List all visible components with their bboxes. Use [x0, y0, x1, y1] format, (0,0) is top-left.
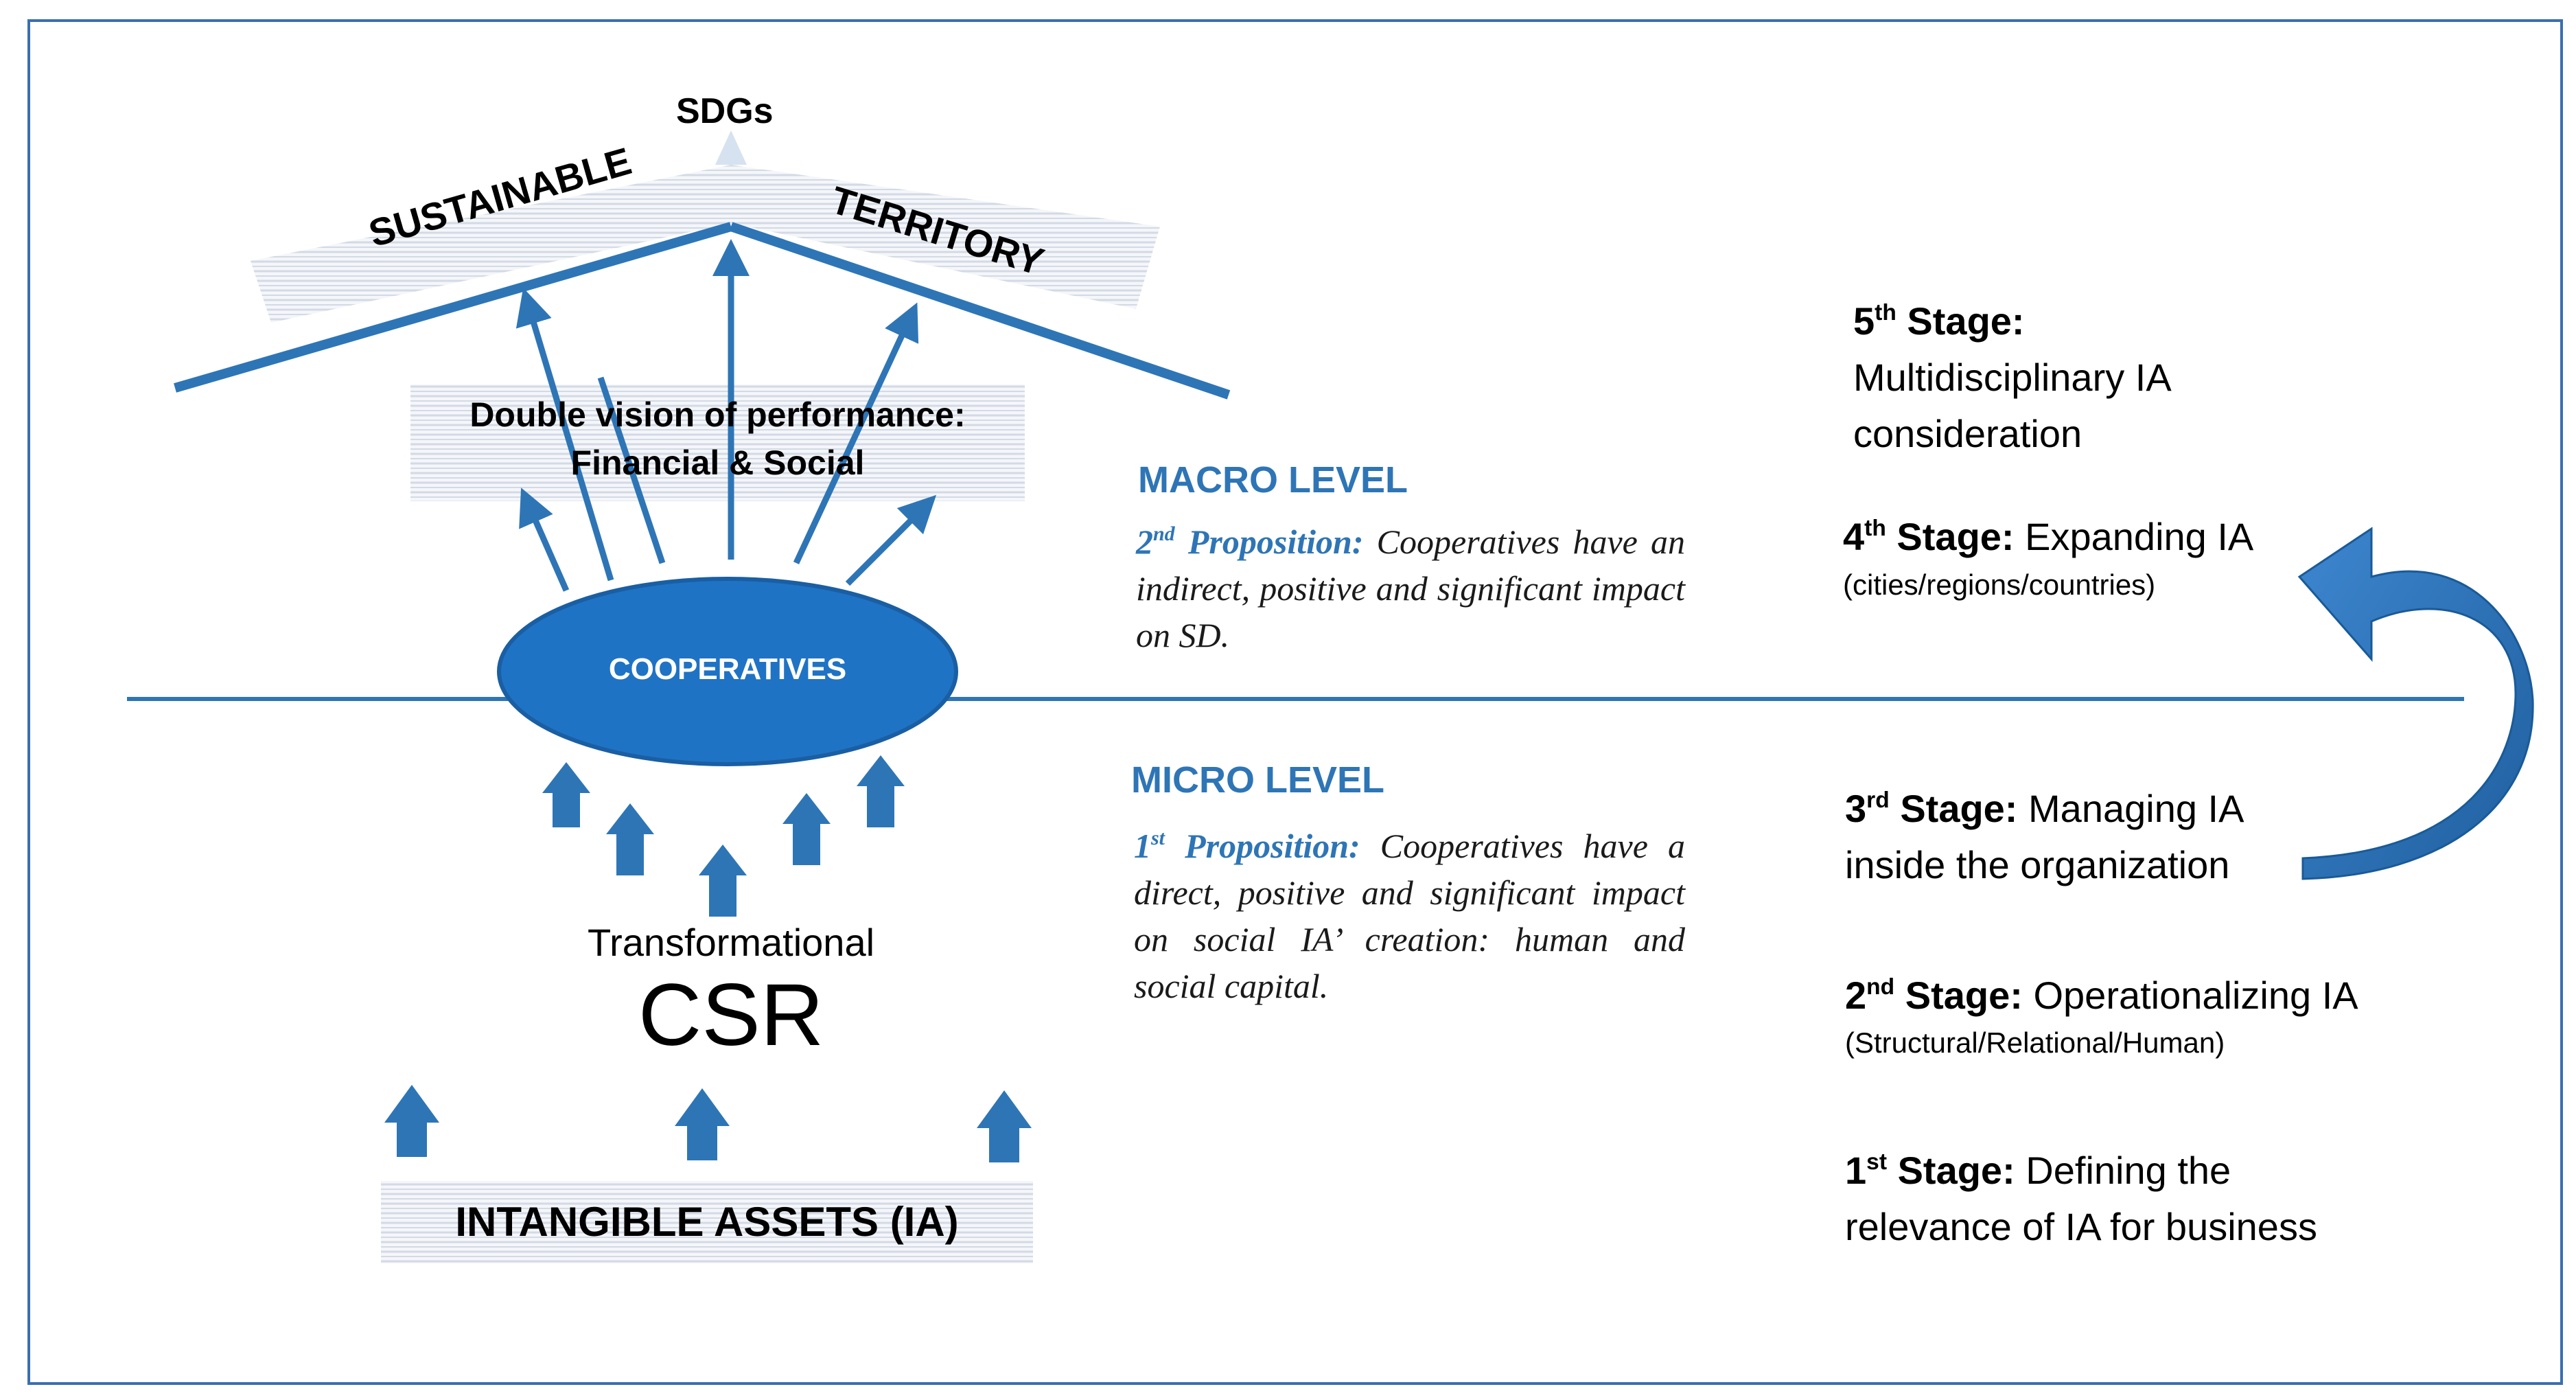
- stage-3-title: 3rd Stage: Managing IA: [1845, 787, 2244, 830]
- radiating-arrow: [597, 376, 666, 564]
- micro-level-label: MICRO LEVEL: [1131, 759, 1385, 801]
- macro-proposition-text: Cooperatives have an indirect, positive …: [1136, 523, 1686, 654]
- block-arrows-lower: [384, 1085, 1032, 1162]
- roof-right-line: [729, 222, 1231, 400]
- stage-3-line2: inside the organization: [1845, 843, 2230, 886]
- macro-proposition-lead: 2nd Proposition:: [1136, 522, 1364, 561]
- macro-proposition: 2nd Proposition: Cooperatives have an in…: [1136, 518, 1685, 658]
- up-arrow: [782, 793, 831, 865]
- roof-left-line: [174, 222, 732, 393]
- macro-level-label: MACRO LEVEL: [1138, 459, 1408, 501]
- stage-2-note: (Structural/Relational/Human): [1845, 1026, 2225, 1059]
- stage-5-line2: consideration: [1853, 412, 2082, 455]
- radiating-arrow: [845, 494, 937, 586]
- stage-2-title: 2nd Stage: Operationalizing IA: [1845, 974, 2358, 1017]
- up-arrow: [675, 1088, 730, 1160]
- stage-1-line2: relevance of IA for business: [1845, 1205, 2317, 1248]
- radiating-arrow: [519, 487, 570, 592]
- ia-box-bg: [381, 1181, 1033, 1263]
- up-arrow: [977, 1090, 1032, 1162]
- up-arrow: [857, 755, 905, 827]
- stage-4-title: 4th Stage: Expanding IA: [1843, 515, 2254, 558]
- up-arrow: [542, 762, 590, 827]
- radiating-arrow: [515, 288, 614, 582]
- roof-left-band: [251, 165, 731, 323]
- vision-line1: Double vision of performance:: [469, 395, 966, 434]
- cooperatives-ellipse: [497, 577, 958, 766]
- radiating-arrow: [793, 302, 919, 564]
- cooperatives-label: COOPERATIVES: [608, 652, 847, 686]
- vision-box-bg: [410, 385, 1025, 501]
- csr-label: CSR: [638, 966, 824, 1064]
- outer-frame: [27, 19, 2563, 1385]
- sdgs-label: SDGs: [676, 91, 774, 131]
- micro-proposition-text: Cooperatives have a direct, positive and…: [1134, 827, 1685, 1005]
- up-arrow: [699, 845, 747, 917]
- stage-5-title: 5th Stage:: [1853, 299, 2025, 343]
- curved-stage-arrow: [2297, 527, 2534, 880]
- stage-5-line1: Multidisciplinary IA: [1853, 356, 2172, 399]
- block-arrows-upper: [542, 755, 905, 917]
- stage-1-title: 1st Stage: Defining the: [1845, 1149, 2231, 1192]
- stage-4-note: (cities/regions/countries): [1843, 569, 2156, 601]
- micro-proposition-lead: 1st Proposition:: [1134, 826, 1360, 865]
- micro-proposition: 1st Proposition: Cooperatives have a dir…: [1134, 823, 1685, 1009]
- radiating-arrows: [515, 239, 937, 592]
- up-arrow: [384, 1085, 439, 1157]
- intangible-assets-label: INTANGIBLE ASSETS (IA): [455, 1199, 959, 1245]
- transformational-label: Transformational: [587, 921, 875, 964]
- roof-right-band: [731, 165, 1160, 309]
- vision-line2: Financial & Social: [570, 444, 865, 482]
- up-arrow: [606, 803, 654, 875]
- peak-triangle: [715, 130, 747, 165]
